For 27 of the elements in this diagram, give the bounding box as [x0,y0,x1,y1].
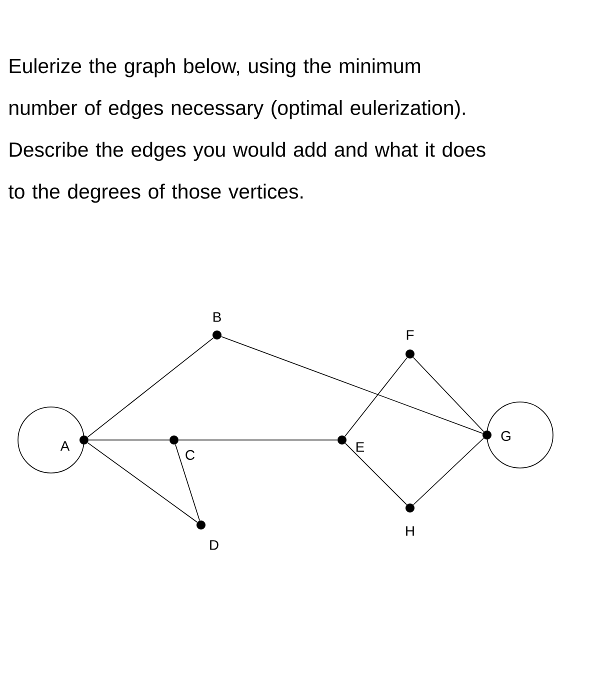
vertex-dot [170,436,178,444]
question-text: Eulerize the graph below, using the minimum number of edges necessary (optimal eulerization). Describe the edges you would add and what it does to the degrees of those vertices. [8,58,486,203]
loop [18,406,84,474]
vertex-label: A [60,441,70,451]
vertex-dot [338,436,346,444]
vertex-label: H [406,526,414,536]
graph-edge [344,442,408,506]
graph-edge [344,357,408,437]
vertex-dot [212,330,222,340]
vertex-label: C [186,450,194,460]
graph-edge [175,444,200,521]
vertex-label: F [406,330,414,340]
vertex-dot [196,520,206,530]
vertex-dot [406,350,414,358]
graph-edge [413,438,484,506]
loop [486,402,554,468]
vertex-dot [482,430,492,440]
vertex-label: G [501,431,510,441]
vertex-label: B [214,312,221,322]
graph-edge [412,357,484,432]
graph-edge [87,442,198,523]
vertex-dot [406,504,414,512]
graph-edge [221,336,483,434]
vertex-label: E [356,442,364,452]
vertex-label: D [210,540,218,550]
vertex-dot [80,436,88,444]
graph-edge [87,338,214,438]
